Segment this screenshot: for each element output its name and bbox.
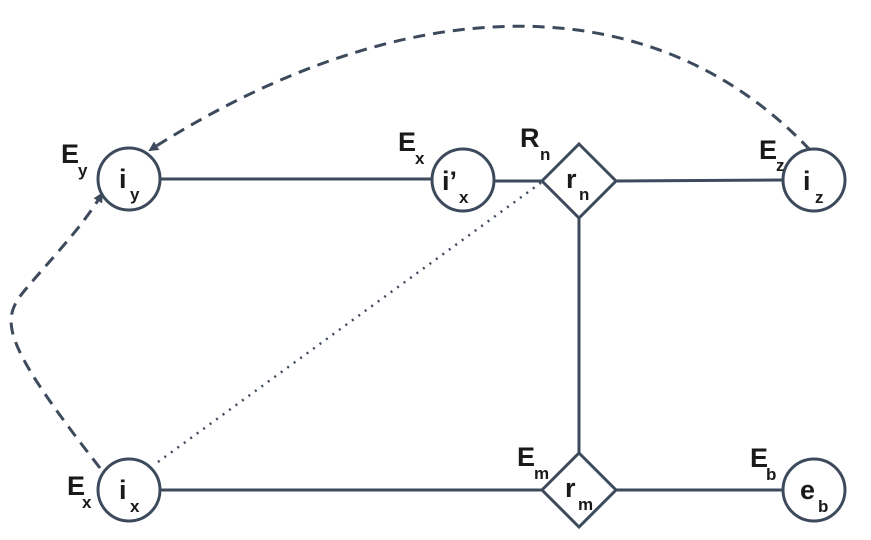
- label-ey: E y: [61, 139, 88, 180]
- node-iy: i y: [96, 146, 162, 212]
- label-em-sub: m: [534, 464, 549, 483]
- node-iz: i z: [781, 147, 847, 213]
- label-rn-sub: n: [540, 145, 550, 164]
- label-rn-main: R: [520, 123, 540, 153]
- node-rn: r n: [539, 141, 619, 221]
- label-ex-bottom: E x: [67, 471, 92, 512]
- dotted-edge-ix-rn: [157, 180, 543, 464]
- node-iy-main: i: [119, 164, 127, 194]
- node-iy-sub: y: [130, 185, 140, 204]
- dashed-arrow-ix-to-iy: [9, 192, 104, 469]
- label-ex-bottom-sub: x: [82, 493, 92, 512]
- node-ix-main: i: [119, 475, 127, 505]
- label-em-main: E: [517, 442, 535, 472]
- label-ex-top: E x: [398, 127, 425, 168]
- label-ex-top-sub: x: [415, 149, 425, 168]
- dashed-arrow-iz-to-iy: [148, 24, 812, 152]
- label-em: E m: [517, 442, 549, 483]
- label-eb: E b: [750, 443, 776, 484]
- node-rm-sub: m: [578, 495, 593, 514]
- label-ey-sub: y: [78, 161, 88, 180]
- node-eb-sub: b: [818, 497, 828, 516]
- label-ez: E z: [759, 135, 785, 175]
- label-eb-main: E: [750, 443, 768, 473]
- node-rn-sub: n: [579, 185, 589, 204]
- label-eb-sub: b: [766, 465, 776, 484]
- node-ix: i x: [96, 457, 162, 523]
- label-ez-main: E: [759, 135, 777, 165]
- label-ez-sub: z: [776, 156, 785, 175]
- node-ix-prime-main: i’: [442, 166, 457, 196]
- node-ix-sub: x: [130, 497, 140, 516]
- label-ex-top-main: E: [398, 127, 416, 157]
- node-eb-main: e: [800, 475, 815, 505]
- node-iz-sub: z: [815, 188, 824, 207]
- node-rm: r m: [539, 450, 619, 530]
- node-iz-main: i: [803, 166, 811, 196]
- node-eb: e b: [781, 457, 847, 523]
- label-rn: R n: [520, 123, 550, 164]
- node-rm-main: r: [565, 473, 576, 503]
- node-ix-prime-sub: x: [459, 188, 469, 207]
- node-ix-prime: i’ x: [430, 147, 496, 213]
- edge-rn-iz: [615, 178, 784, 183]
- node-rn-main: r: [566, 164, 577, 194]
- label-ex-bottom-main: E: [67, 471, 85, 501]
- label-ey-main: E: [61, 139, 79, 169]
